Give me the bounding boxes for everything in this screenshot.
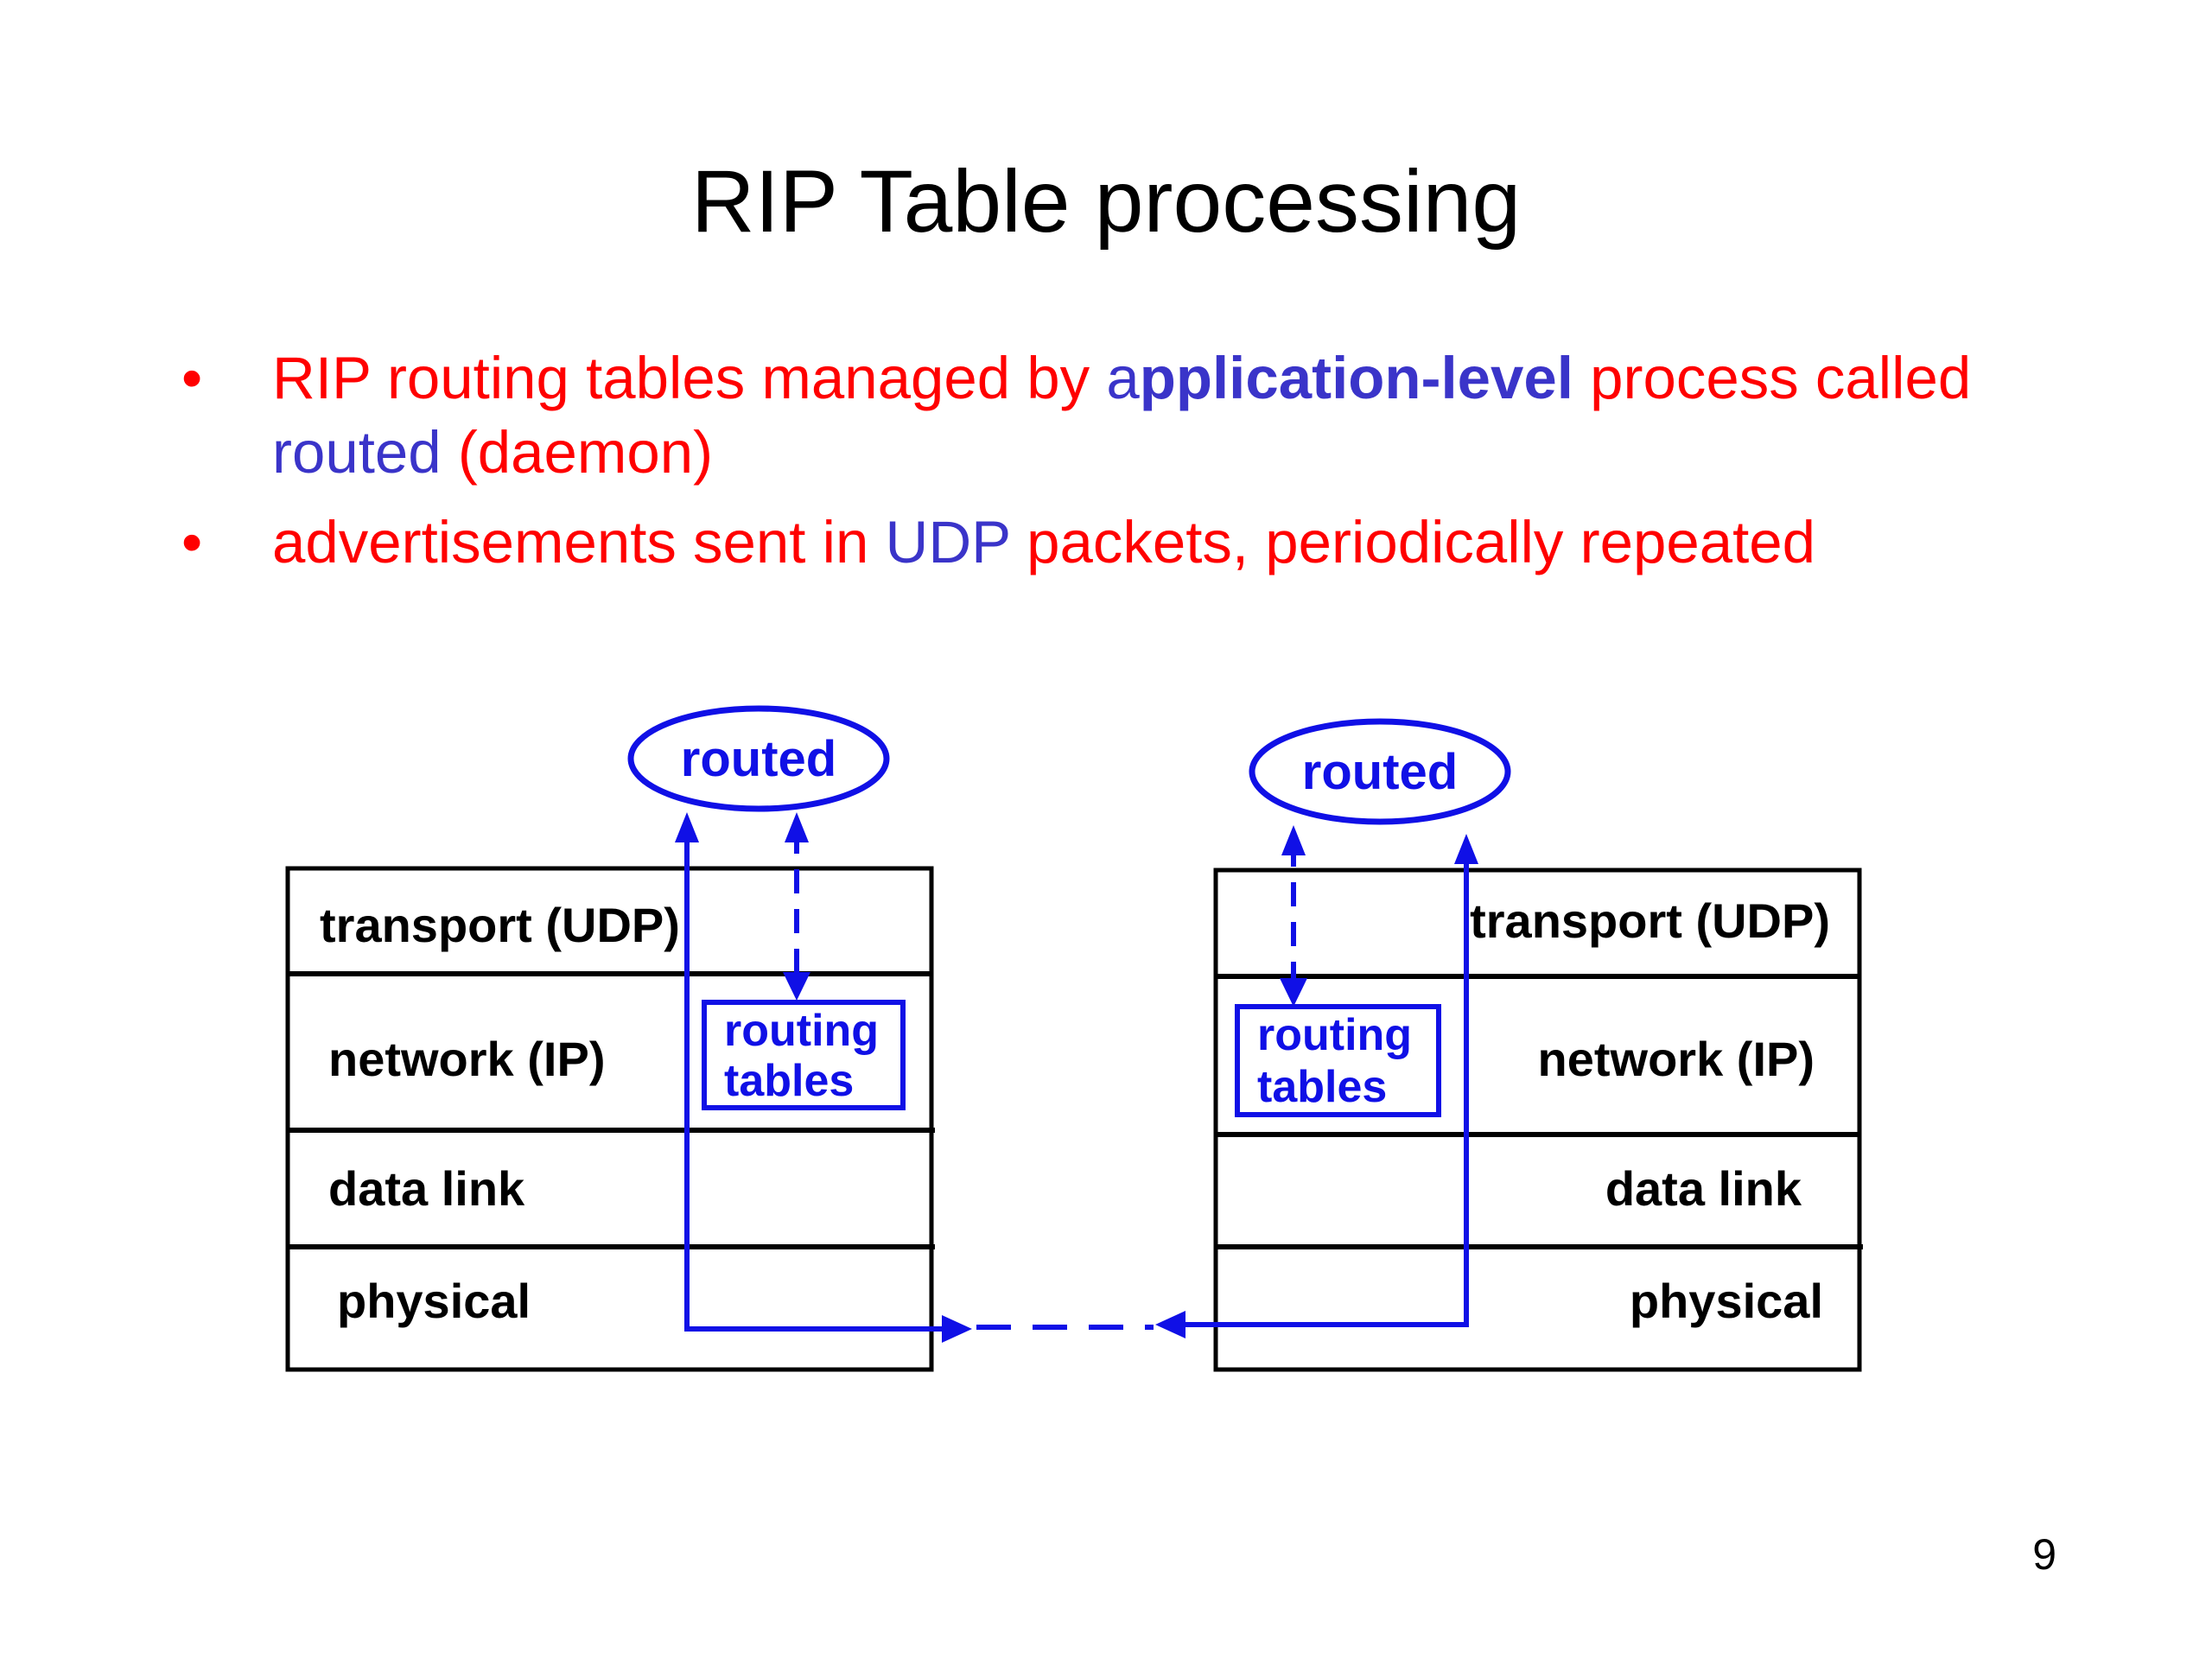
- left-routing-tables-line2: tables: [724, 1056, 854, 1106]
- right-protocol-stack: transport (UDP) network (IP) data link p…: [1213, 718, 1863, 1372]
- right-routing-tables-box: [1235, 1004, 1441, 1117]
- bullet-1-part-1: RIP routing tables managed by: [272, 345, 1107, 411]
- right-solid-arrow-up: [1454, 834, 1478, 864]
- left-dashed-arrow-down: [783, 972, 810, 1001]
- right-flow-arrows: [1155, 825, 1478, 1338]
- bullet-1-part-6: (daemon): [441, 419, 714, 486]
- right-dashed-arrow-down: [1280, 978, 1307, 1007]
- right-solid-path: [1179, 851, 1469, 1327]
- left-routed-label: routed: [681, 731, 836, 787]
- bullet-1-part-4: process called: [1573, 345, 1972, 411]
- right-routed-label: routed: [1302, 744, 1458, 800]
- bullet-list: • RIP routing tables managed by applicat…: [181, 341, 2108, 595]
- left-routing-tables-box: [702, 1000, 906, 1110]
- right-dashed-arrow-up: [1281, 825, 1306, 855]
- bullet-dot: •: [181, 345, 203, 411]
- left-routing-tables-line1: routing: [724, 1006, 879, 1056]
- page-number: 9: [2032, 1530, 2056, 1579]
- right-layer-network: network (IP): [1538, 1032, 1815, 1086]
- bullet-1-part-2: a: [1106, 345, 1140, 411]
- left-routed-ellipse: [627, 705, 890, 812]
- left-layer-datalink: data link: [328, 1161, 525, 1216]
- left-dashed-arrow-up: [785, 812, 809, 842]
- slide-title: RIP Table processing: [690, 152, 1522, 251]
- right-routing-tables-line2: tables: [1257, 1062, 1387, 1112]
- left-flow-arrows: [675, 812, 972, 1343]
- right-layer-datalink: data link: [1605, 1161, 1802, 1216]
- right-stack-box: [1213, 868, 1862, 1372]
- left-layer-physical: physical: [337, 1274, 531, 1328]
- left-solid-arrow-up: [675, 812, 699, 842]
- left-solid-path: [684, 830, 961, 1332]
- bullet-dot: •: [181, 509, 203, 575]
- bullet-2-part-2: UDP: [885, 509, 1010, 575]
- bullet-item-1: • RIP routing tables managed by applicat…: [181, 341, 2108, 490]
- right-arrow-left: [1155, 1311, 1185, 1338]
- left-stack-box: [285, 866, 934, 1372]
- bullet-2-part-3: packets, periodically repeated: [1009, 509, 1815, 575]
- left-protocol-stack: transport (UDP) network (IP) data link p…: [285, 705, 935, 1372]
- right-layer-transport: transport (UDP): [1470, 893, 1830, 948]
- bullet-1-part-5: routed: [272, 419, 442, 486]
- left-layer-transport: transport (UDP): [320, 898, 680, 952]
- left-layer-network: network (IP): [328, 1032, 605, 1086]
- bullet-item-2: • advertisements sent in UDP packets, pe…: [181, 505, 2108, 580]
- bullet-1-part-3: pplication-level: [1139, 345, 1573, 411]
- right-layer-physical: physical: [1630, 1274, 1823, 1328]
- right-routed-ellipse: [1249, 718, 1511, 825]
- bullet-2-part-1: advertisements sent in: [272, 509, 886, 575]
- left-arrow-right: [942, 1315, 972, 1343]
- right-routing-tables-line1: routing: [1257, 1010, 1412, 1060]
